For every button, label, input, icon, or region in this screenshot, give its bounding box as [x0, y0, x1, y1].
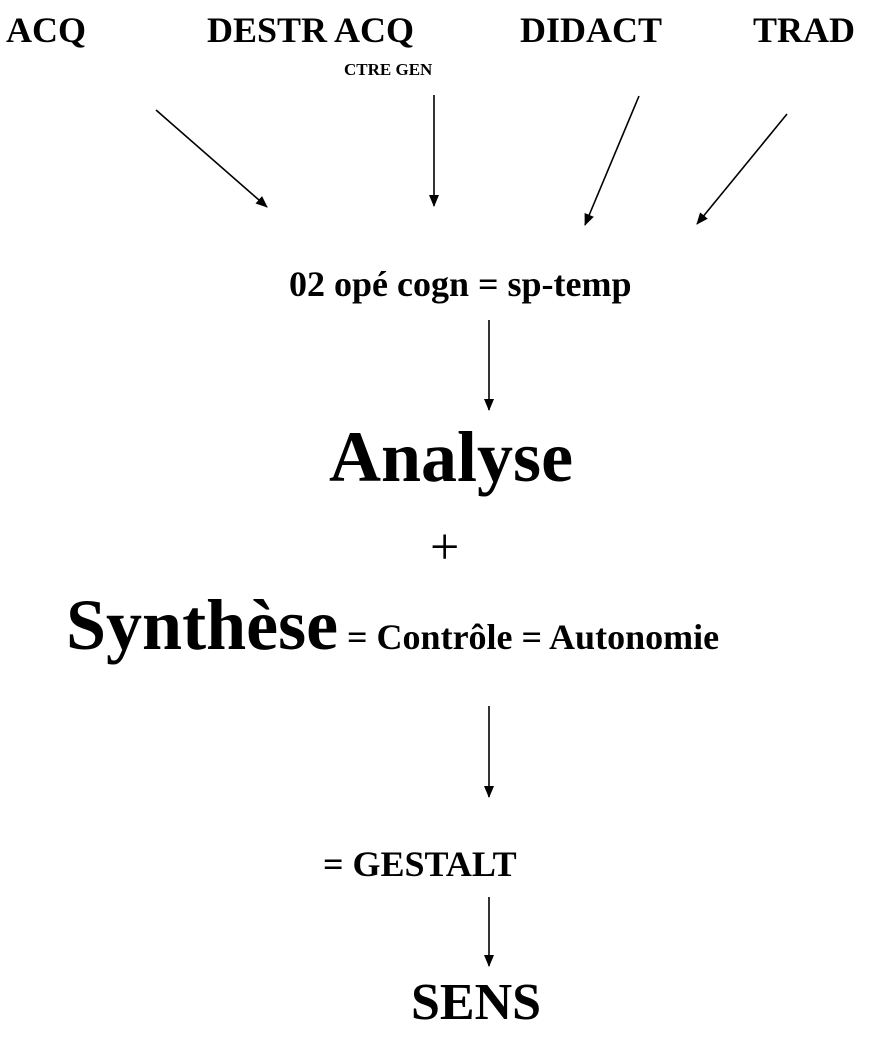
node-destr-acq: DESTR ACQ [207, 10, 415, 50]
plus-sign: + [430, 519, 460, 576]
node-trad: TRAD [753, 10, 856, 50]
node-gestalt: = GESTALT [323, 844, 517, 884]
arrow-acq-to-operations [155, 109, 268, 208]
node-ctre-gen: CTRE GEN [344, 60, 433, 79]
arrow-didact-to-operations [584, 95, 640, 226]
node-controle-autonomie: = Contrôle = Autonomie [338, 617, 720, 657]
node-didact: DIDACT [520, 10, 663, 50]
node-analyse: Analyse [329, 417, 574, 497]
node-synthese: Synthèse [66, 585, 339, 665]
node-sens: SENS [411, 974, 542, 1031]
node-acq: ACQ [6, 10, 86, 50]
node-operations: 02 opé cogn = sp-temp [289, 264, 632, 304]
arrow-trad-to-operations [696, 113, 788, 225]
node-synthese-line: Synthèse = Contrôle = Autonomie [66, 589, 719, 661]
